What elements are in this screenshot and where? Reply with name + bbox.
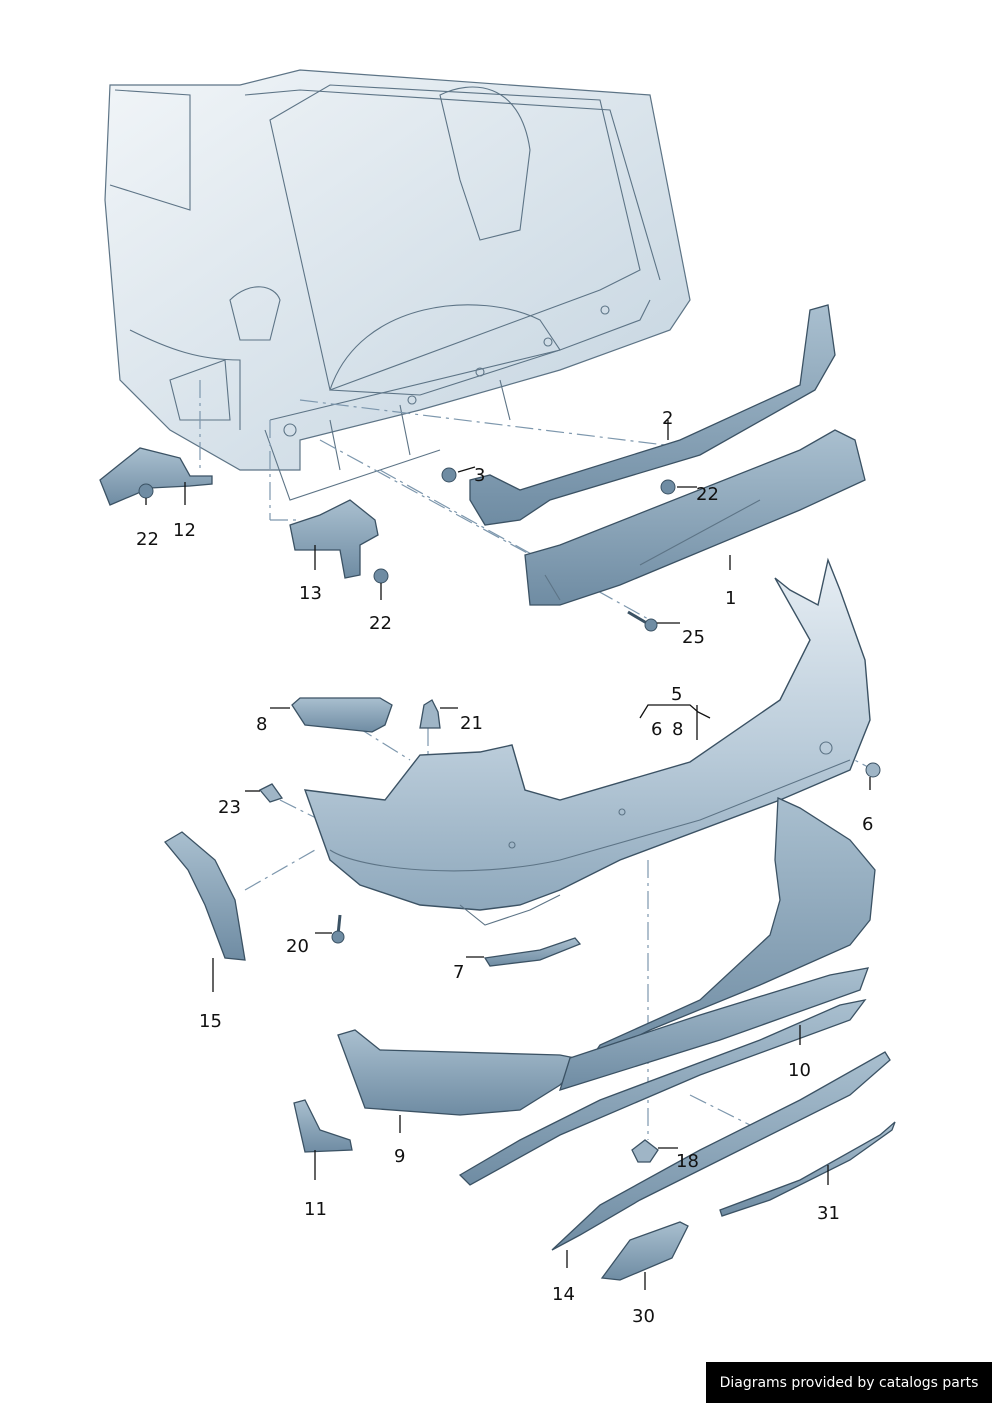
callout-22-left: 22 <box>136 529 159 550</box>
bumper-carrier-upper[interactable] <box>469 304 836 526</box>
callout-12: 12 <box>173 520 196 541</box>
callout-23: 23 <box>218 797 241 818</box>
callout-3: 3 <box>474 465 485 486</box>
callout-25: 25 <box>682 627 705 648</box>
callout-6: 6 <box>862 814 873 835</box>
bumper-cover[interactable] <box>303 557 871 911</box>
clip-21[interactable] <box>419 699 441 729</box>
callout-22-right: 22 <box>696 484 719 505</box>
trim-strip-14[interactable] <box>551 1051 891 1251</box>
bracket-left[interactable] <box>99 447 213 506</box>
trim-strip-upper[interactable] <box>559 967 869 1091</box>
callout-18: 18 <box>676 1151 699 1172</box>
bracket-11[interactable] <box>293 1099 353 1153</box>
bolt-25[interactable] <box>627 610 658 632</box>
callout-22-center: 22 <box>369 613 392 634</box>
callout-14: 14 <box>552 1284 575 1305</box>
side-trim-15[interactable] <box>164 831 246 961</box>
callout-9: 9 <box>394 1146 405 1167</box>
bumper-reinforcement[interactable] <box>524 429 866 606</box>
callout-21: 21 <box>460 713 483 734</box>
callout-20: 20 <box>286 936 309 957</box>
callout-15: 15 <box>199 1011 222 1032</box>
cap-6[interactable] <box>865 762 881 778</box>
callout-5-sub-6: 6 <box>651 719 662 740</box>
clip-18[interactable] <box>631 1139 659 1163</box>
trim-strip-31[interactable] <box>719 1121 896 1217</box>
callout-8: 8 <box>256 714 267 735</box>
lower-cover-9[interactable] <box>337 1029 587 1116</box>
callout-5-sub-8: 8 <box>672 719 683 740</box>
callout-13: 13 <box>299 583 322 604</box>
callout-10: 10 <box>788 1060 811 1081</box>
frame-30[interactable] <box>600 1221 689 1281</box>
vehicle-body-rear <box>104 69 691 501</box>
callout-numbers: 1 2 3 5 6 8 6 7 8 9 10 11 12 13 14 15 18… <box>136 408 873 1327</box>
bracket-center[interactable] <box>289 499 379 579</box>
callout-11: 11 <box>304 1199 327 1220</box>
screw-20[interactable] <box>331 914 345 944</box>
callout-1: 1 <box>725 588 736 609</box>
callout-31: 31 <box>817 1203 840 1224</box>
clip-23[interactable] <box>258 783 284 803</box>
nut-3[interactable] <box>441 467 457 483</box>
leader-lines <box>145 420 871 1290</box>
credit-banner: Diagrams provided by catalogs parts <box>706 1362 992 1403</box>
callout-30: 30 <box>632 1306 655 1327</box>
callout-2: 2 <box>662 408 673 429</box>
reflector-left[interactable] <box>291 697 393 733</box>
reflector-7[interactable] <box>483 937 582 967</box>
diffuser-10[interactable] <box>588 797 876 1062</box>
callout-7: 7 <box>453 962 464 983</box>
trim-strip-lower[interactable] <box>458 999 867 1186</box>
callout-5: 5 <box>671 684 682 705</box>
